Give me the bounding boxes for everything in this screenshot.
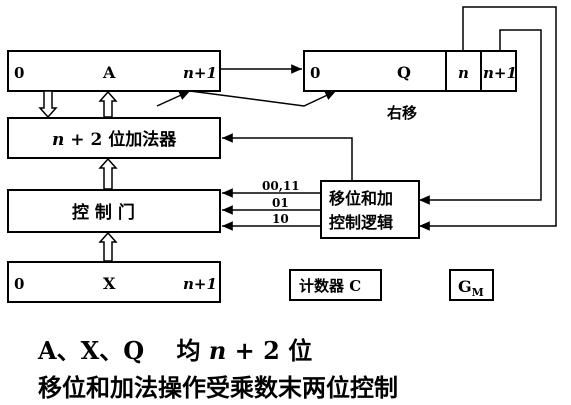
register-a-name: A [102,63,116,82]
register-x: 0 X n+1 [7,261,221,303]
register-a: 0 A n+1 [7,50,221,92]
caption1-prefix: A、X、Q 均 [38,336,209,365]
counter-c: 计数器 C [289,269,382,301]
signal-label-0011: 00,11 [262,179,300,193]
shift-add-control-logic: 移位和加 控制逻辑 [320,180,420,239]
register-q-bit-n: n [458,64,469,82]
register-a-left-bit: 0 [14,64,24,82]
qn-feedback-line [419,6,557,231]
control-gate-label: 控 制 门 [72,202,135,223]
a-to-adder-hollow-arrow [38,90,58,119]
control-gate-block: 控 制 门 [7,189,221,233]
qn1-feedback-line [419,29,542,205]
caption-register-width: A、X、Q 均 n + 2 位 [38,331,312,366]
register-x-name: X [103,274,116,293]
gate-to-adder-hollow-arrow [98,157,118,190]
logic-to-adder-arrow [222,133,353,181]
logic-label-line2: 控制逻辑 [329,213,393,232]
counter-label: 计数器 C [299,277,361,295]
adder-label: n + 2 位加法器 [52,129,177,150]
caption1-suffix: + 2 位 [226,336,313,365]
logic-label-line1: 移位和加 [329,189,393,208]
gm-block: GM [449,269,494,301]
caption1-n: n [208,336,227,365]
gm-label: GM [458,277,484,299]
adder-block: n + 2 位加法器 [7,117,221,159]
shift-label: 右移 [387,104,417,122]
register-q-left-bit: 0 [310,64,320,82]
signal-label-01: 01 [272,196,289,210]
gm-main: G [458,277,472,296]
register-x-left-bit: 0 [14,275,24,293]
adder-label-rest: + 2 位加法器 [64,129,177,150]
shift-a-to-q-line [189,90,337,107]
gm-sub: M [472,286,484,299]
register-a-right-bit: n+1 [183,64,217,82]
x-to-gate-hollow-arrow [98,231,118,262]
register-q-bit-n1: n+1 [483,64,517,82]
adder-to-a-hollow-arrow [98,90,118,118]
register-q-name: Q [397,63,411,82]
signal-label-10: 10 [272,212,289,226]
register-q: 0 Q n n+1 [303,50,517,92]
register-x-right-bit: n+1 [183,275,217,293]
shift-into-a-arrow [156,90,191,107]
adder-label-n: n [52,130,64,150]
caption-control-rule: 移位和加法操作受乘数末两位控制 [38,373,398,402]
